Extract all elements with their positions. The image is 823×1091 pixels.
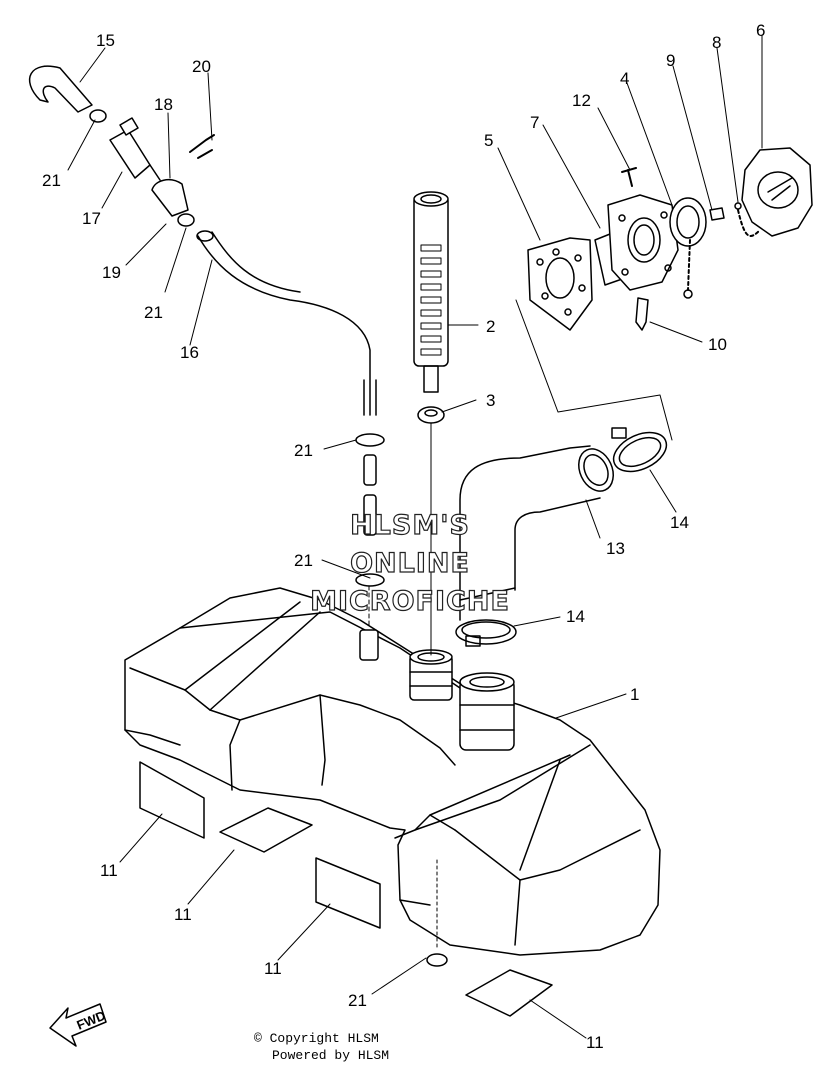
callout-12: 12 — [572, 91, 591, 110]
holder — [151, 178, 189, 217]
callout-5: 5 — [484, 131, 493, 150]
callout-4: 4 — [620, 69, 629, 88]
callout-13: 13 — [606, 539, 625, 558]
callout-16: 16 — [180, 343, 199, 362]
chain-screw — [709, 207, 725, 221]
callout-14: 14 — [566, 607, 585, 626]
tank-fittings — [359, 454, 438, 951]
drain-bolt — [635, 297, 649, 331]
callout-15: 15 — [96, 31, 115, 50]
watermark-line-2: ONLINE — [350, 548, 470, 579]
watermark-line-1: HLSM'S — [350, 510, 470, 541]
copyright-text: © Copyright HLSM — [254, 1031, 379, 1046]
callout-9: 9 — [666, 51, 675, 70]
callout-18: 18 — [154, 95, 173, 114]
hose-clamp-upper — [611, 427, 668, 473]
callout-19: 19 — [102, 263, 121, 282]
callout-21: 21 — [144, 303, 163, 322]
filler-neck — [594, 194, 679, 291]
callout-8: 8 — [712, 33, 721, 52]
screw — [621, 167, 637, 187]
callout-20: 20 — [192, 57, 211, 76]
gasket — [527, 237, 593, 331]
pads — [139, 761, 553, 1017]
callout-11: 11 — [264, 959, 282, 978]
callout-10: 10 — [708, 335, 727, 354]
callout-11: 11 — [100, 861, 118, 880]
cap-chain — [683, 202, 761, 299]
tank-neck-large — [459, 672, 515, 751]
tank-neck-small — [409, 649, 453, 701]
filler-hose — [459, 445, 614, 621]
callout-21: 21 — [42, 171, 61, 190]
leader-lines — [67, 35, 763, 1039]
hose-clamp-lower — [455, 619, 517, 647]
callout-17: 17 — [82, 209, 101, 228]
callout-21: 21 — [294, 551, 313, 570]
clamps-21 — [89, 109, 448, 967]
watermark: HLSM'S ONLINE MICROFICHE — [309, 509, 510, 617]
fuel-tank — [124, 587, 661, 956]
hose-15 — [29, 65, 93, 113]
callout-2: 2 — [486, 317, 495, 336]
callout-21: 21 — [348, 991, 367, 1010]
powered-by-text: Powered by HLSM — [272, 1048, 390, 1063]
callout-14: 14 — [670, 513, 689, 532]
fwd-arrow-icon — [49, 1003, 107, 1047]
watermark-line-3: MICROFICHE — [310, 586, 510, 617]
hose-16 — [196, 230, 377, 416]
fwd-label: FWD — [75, 1008, 108, 1033]
vent-fitting — [189, 134, 215, 159]
callout-3: 3 — [486, 391, 495, 410]
callout-1: 1 — [630, 685, 639, 704]
callout-7: 7 — [530, 113, 539, 132]
callout-11: 11 — [586, 1033, 604, 1052]
fuel-cap — [741, 147, 813, 237]
cap-gasket — [669, 197, 707, 247]
callout-6: 6 — [756, 21, 765, 40]
fuel-filter — [413, 191, 449, 393]
callout-21: 21 — [294, 441, 313, 460]
grommet — [417, 406, 445, 424]
check-valve — [109, 117, 161, 181]
callout-11: 11 — [174, 905, 192, 924]
